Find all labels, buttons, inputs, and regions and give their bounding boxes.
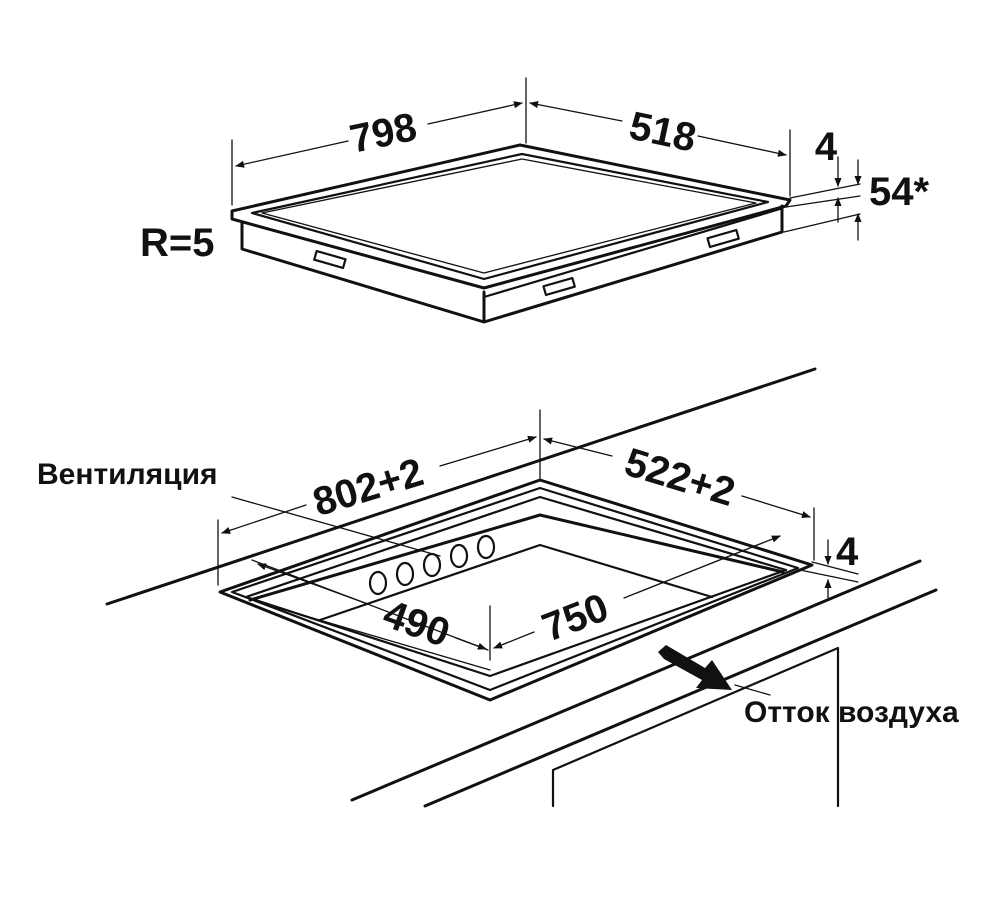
ventilation-hole <box>368 570 388 596</box>
hob-vent-slot <box>313 249 347 270</box>
countertop-back-edge <box>105 367 817 606</box>
ventilation-leader <box>231 496 441 557</box>
corner-radius-label: R=5 <box>140 221 215 265</box>
hob-body <box>240 204 784 324</box>
cutout-outline <box>218 478 814 702</box>
inner-depth-label: 490 <box>378 592 456 656</box>
cutout-depth-label: 522+2 <box>620 440 740 515</box>
hob-depth-label: 518 <box>625 104 699 161</box>
countertop-drawing <box>105 367 938 808</box>
hob-glass-outline <box>230 143 792 290</box>
hob-drawing <box>230 143 792 324</box>
ventilation-hole <box>395 561 415 587</box>
hob-width-label: 798 <box>346 105 420 162</box>
hob-glass-thickness-label: 4 <box>815 125 838 169</box>
ventilation-holes <box>368 534 496 596</box>
cabinet-outline <box>551 646 840 808</box>
air-outflow-arrow <box>658 645 732 690</box>
inner-width-label: 750 <box>536 585 614 650</box>
cutout-dimensions: 802+2 522+2 4 490 750 <box>217 409 859 696</box>
hob-dimensions: 798 518 4 54* R=5 <box>140 77 929 265</box>
ventilation-label: Вентиляция <box>37 458 218 491</box>
ventilation-hole <box>422 552 442 578</box>
air-outflow-label: Отток воздуха <box>744 696 959 729</box>
cutout-recess-label: 4 <box>836 530 859 574</box>
hob-vent-slot <box>542 276 576 297</box>
cutout-width-label: 802+2 <box>308 450 428 525</box>
hob-vent-slot <box>706 228 740 249</box>
air-outflow-leader <box>734 684 771 696</box>
countertop-front-edge <box>350 559 922 802</box>
ventilation-hole <box>449 543 469 569</box>
hob-height-label: 54* <box>869 170 929 214</box>
ventilation-hole <box>476 534 496 560</box>
hob-glass-inner <box>250 152 770 281</box>
